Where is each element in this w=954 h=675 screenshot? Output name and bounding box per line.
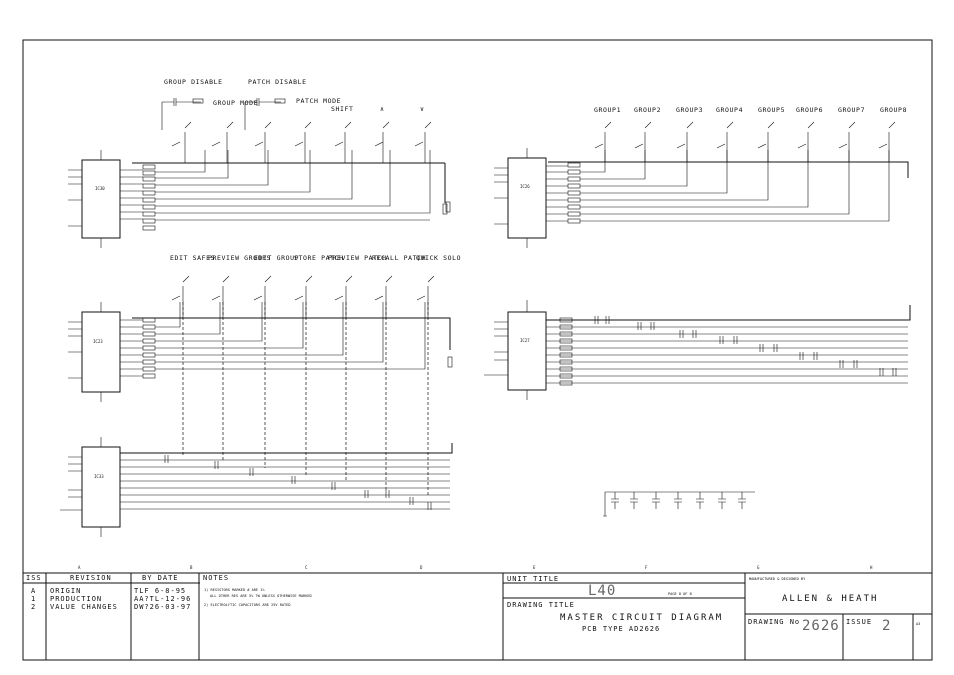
- ic-label-ic27: IC27: [520, 338, 530, 343]
- unit-title-value: L40: [588, 583, 616, 599]
- switch-label-group2: GROUP2: [634, 106, 661, 114]
- section-top-left: GROUP DISABLE PATCH DISABLE GROUP MODE P…: [68, 78, 448, 248]
- issue-value: 2: [882, 618, 891, 634]
- zone-column-labels: A B C D E F G H: [78, 565, 873, 570]
- unit-title-label: UNIT TITLE: [507, 575, 559, 583]
- zone-f: F: [645, 565, 648, 570]
- switch-label-group1: GROUP1: [594, 106, 621, 114]
- section-mid-left: EDIT SAFES PREVIEW GROUPS EDIT GROUP STO…: [68, 254, 461, 496]
- revision-iss-1: 1: [31, 595, 36, 603]
- switch-label-quick-solo: QUICK SOLO: [416, 254, 461, 262]
- revision-header-revision: REVISION: [70, 574, 112, 582]
- drawing-title-label: DRAWING TITLE: [507, 601, 575, 609]
- switch-label-patch-mode: PATCH MODE: [296, 97, 341, 105]
- switch-label-group8: GROUP8: [880, 106, 907, 114]
- section-mid-right: IC27: [484, 300, 911, 400]
- revision-iss-2: 2: [31, 603, 36, 611]
- note-2: 2) ELECTROLYTIC CAPACITORS ARE 25V RATED: [204, 603, 291, 607]
- pcb-type: PCB TYPE AD2626: [582, 625, 660, 633]
- zone-c: C: [305, 565, 308, 570]
- company-name: ALLEN & HEATH: [782, 594, 878, 604]
- ic-label-ic23: IC23: [93, 339, 103, 344]
- revision-desc-1: PRODUCTION: [50, 595, 102, 603]
- zone-e: E: [533, 565, 536, 570]
- zone-g: G: [757, 565, 760, 570]
- revision-header-iss: ISS: [26, 574, 42, 582]
- switch-label-edit-safes: EDIT SAFES: [170, 254, 215, 262]
- ic-label-ic26: IC26: [520, 184, 530, 189]
- drawing-no-value: 2626: [802, 618, 840, 634]
- ic-label-ic30: IC30: [95, 186, 105, 191]
- zone-a: A: [78, 565, 81, 570]
- switch-label-down: ∨: [420, 105, 425, 113]
- note-1b: ALL OTHER RES ARE 5% ?W UNLESS OTHERWISE…: [210, 594, 312, 598]
- switch-label-group-mode: GROUP MODE: [213, 99, 258, 107]
- manufacturer-label: MANUFACTURED & DESIGNED BY: [749, 577, 806, 581]
- title-block: ISS REVISION BY DATE NOTES A ORIGIN TLF …: [23, 572, 932, 660]
- decoupling-capacitors: [603, 491, 755, 517]
- switch-label-group-disable: GROUP DISABLE: [164, 78, 223, 86]
- revision-desc-a: ORIGIN: [50, 587, 81, 595]
- switch-label-group5: GROUP5: [758, 106, 785, 114]
- switch-label-recall-patch: RECALL PATCH: [372, 254, 426, 262]
- switch-label-group7: GROUP7: [838, 106, 865, 114]
- note-1: 1) RESISTORS MARKED # ARE 1%: [204, 588, 265, 592]
- switch-label-group6: GROUP6: [796, 106, 823, 114]
- revision-header-by-date: BY DATE: [142, 574, 179, 582]
- revision-desc-2: VALUE CHANGES: [50, 603, 118, 611]
- switch-label-up: ∧: [380, 105, 385, 113]
- switch-label-preview-groups: PREVIEW GROUPS: [208, 254, 271, 262]
- section-top-right: GROUP1 GROUP2 GROUP3 GROUP4 GROUP5 GROUP…: [445, 106, 909, 248]
- switch-label-store-patch: STORE PATCH: [294, 254, 344, 262]
- revision-by-1: AA?TL-12-96: [134, 595, 191, 603]
- zone-b: B: [190, 565, 193, 570]
- zone-d: D: [420, 565, 423, 570]
- zone-h: H: [870, 565, 873, 570]
- revision-header-notes: NOTES: [203, 574, 229, 582]
- section-bottom-left: IC33: [60, 437, 453, 537]
- switch-label-group4: GROUP4: [716, 106, 743, 114]
- page-indicator: PAGE 8 OF 8: [668, 592, 692, 596]
- revision-by-a: TLF 6-8-95: [134, 587, 186, 595]
- switch-label-patch-disable: PATCH DISABLE: [248, 78, 307, 86]
- sheet-size: A3: [916, 622, 920, 626]
- drawing-no-label: DRAWING No: [748, 618, 800, 626]
- switch-label-preview-patch: PREVIEW PATCH: [328, 254, 387, 262]
- issue-label: ISSUE: [846, 618, 872, 626]
- revision-by-2: DW?26-03-97: [134, 603, 191, 611]
- sheet-border: [22, 39, 933, 661]
- ic-label-ic33: IC33: [94, 474, 104, 479]
- revision-iss-a: A: [31, 587, 36, 595]
- switch-label-group3: GROUP3: [676, 106, 703, 114]
- switch-label-shift: SHIFT: [331, 105, 354, 113]
- drawing-title-value: MASTER CIRCUIT DIAGRAM: [560, 613, 723, 623]
- switch-label-edit-group: EDIT GROUP: [254, 254, 299, 262]
